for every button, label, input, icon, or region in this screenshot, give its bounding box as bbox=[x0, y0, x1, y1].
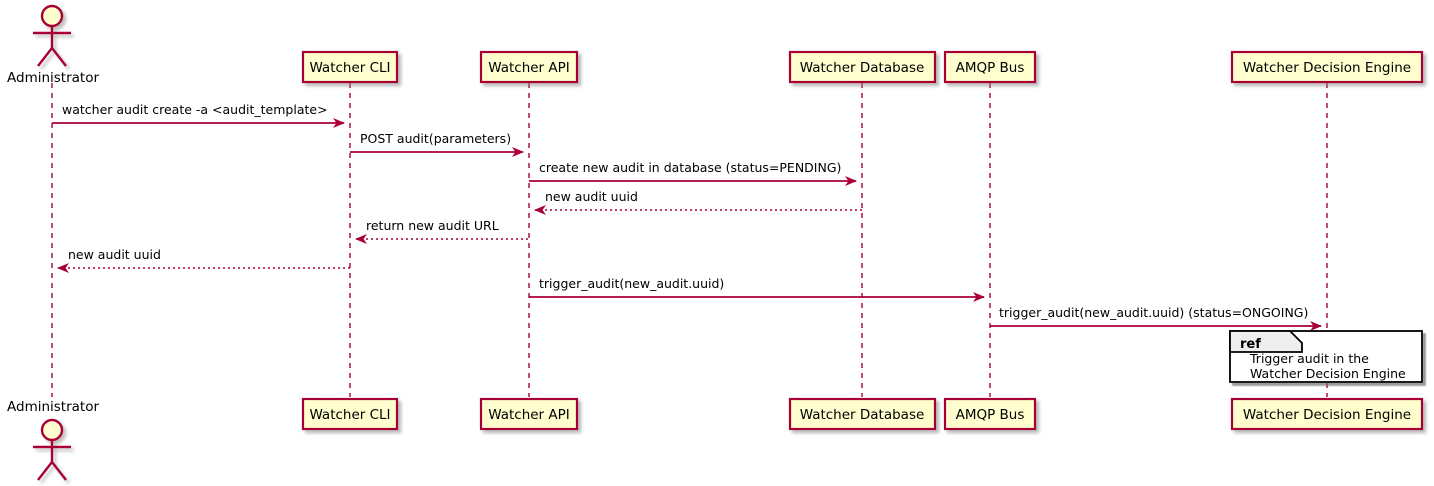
participant-amqp-bus-top[interactable]: AMQP Bus bbox=[943, 50, 1037, 84]
participant-amqp-bus-bottom[interactable]: AMQP Bus bbox=[943, 397, 1037, 431]
participant-box-watcher-decision-engine-bottom[interactable] bbox=[1230, 397, 1424, 431]
actor-administrator-bottom[interactable]: Administrator bbox=[7, 399, 99, 481]
ref-fragment-line-2: Watcher Decision Engine bbox=[1250, 366, 1406, 381]
message-4-new-audit-uuid[interactable]: new audit uuid bbox=[534, 189, 862, 215]
participant-label-watcher-api-bottom: Watcher API bbox=[488, 407, 570, 423]
ref-fragment-tab bbox=[1229, 330, 1303, 353]
message-label-2: POST audit(parameters) bbox=[360, 131, 511, 146]
actor-label-administrator-bottom: Administrator bbox=[7, 399, 99, 415]
participant-box-watcher-cli-top[interactable] bbox=[301, 50, 399, 84]
message-2-post-audit[interactable]: POST audit(parameters) bbox=[350, 131, 524, 157]
actor-figure-bottom bbox=[33, 418, 71, 481]
message-label-8: trigger_audit(new_audit.uuid) (status=ON… bbox=[999, 305, 1308, 320]
participant-label-watcher-api-top: Watcher API bbox=[488, 60, 570, 76]
participant-label-amqp-bus-top: AMQP Bus bbox=[956, 60, 1025, 76]
participant-watcher-api-bottom[interactable]: Watcher API bbox=[479, 397, 579, 431]
ref-fragment[interactable]: ref Trigger audit in the Watcher Decisio… bbox=[1229, 330, 1423, 383]
participant-watcher-decision-engine-top[interactable]: Watcher Decision Engine bbox=[1230, 50, 1424, 84]
actor-administrator-top[interactable]: Administrator bbox=[7, 4, 99, 86]
participant-label-amqp-bus-bottom: AMQP Bus bbox=[956, 407, 1025, 423]
participant-label-watcher-decision-engine-bottom: Watcher Decision Engine bbox=[1243, 407, 1411, 423]
participant-box-watcher-api-top[interactable] bbox=[479, 50, 579, 84]
message-label-6: new audit uuid bbox=[68, 247, 161, 262]
participant-box-watcher-api-bottom[interactable] bbox=[479, 397, 579, 431]
participant-label-watcher-cli-bottom: Watcher CLI bbox=[309, 407, 390, 423]
message-label-3: create new audit in database (status=PEN… bbox=[539, 160, 841, 175]
message-8-trigger-audit-ongoing[interactable]: trigger_audit(new_audit.uuid) (status=ON… bbox=[990, 305, 1322, 331]
participant-watcher-cli-top[interactable]: Watcher CLI bbox=[301, 50, 399, 84]
participant-watcher-database-bottom[interactable]: Watcher Database bbox=[788, 397, 937, 431]
participant-box-amqp-bus-bottom[interactable] bbox=[943, 397, 1037, 431]
participant-box-watcher-decision-engine-top[interactable] bbox=[1230, 50, 1424, 84]
participant-watcher-database-top[interactable]: Watcher Database bbox=[788, 50, 937, 84]
message-label-5: return new audit URL bbox=[366, 218, 499, 233]
message-label-1: watcher audit create -a <audit_template> bbox=[62, 102, 328, 117]
message-label-7: trigger_audit(new_audit.uuid) bbox=[539, 276, 724, 291]
message-1-watcher-audit-create[interactable]: watcher audit create -a <audit_template> bbox=[52, 102, 345, 128]
message-3-create-new-audit[interactable]: create new audit in database (status=PEN… bbox=[529, 160, 857, 186]
participant-watcher-api-top[interactable]: Watcher API bbox=[479, 50, 579, 84]
message-7-trigger-audit[interactable]: trigger_audit(new_audit.uuid) bbox=[529, 276, 985, 302]
participant-box-watcher-cli-bottom[interactable] bbox=[301, 397, 399, 431]
actor-label-administrator-top: Administrator bbox=[7, 70, 99, 86]
participant-box-watcher-database-bottom[interactable] bbox=[788, 397, 937, 431]
participant-box-watcher-database-top[interactable] bbox=[788, 50, 937, 84]
actor-figure-top bbox=[33, 4, 71, 67]
message-6-new-audit-uuid[interactable]: new audit uuid bbox=[57, 247, 350, 273]
participant-box-amqp-bus-top[interactable] bbox=[943, 50, 1037, 84]
participant-label-watcher-database-top: Watcher Database bbox=[800, 60, 925, 76]
participant-label-watcher-database-bottom: Watcher Database bbox=[800, 407, 925, 423]
message-label-4: new audit uuid bbox=[545, 189, 638, 204]
ref-fragment-line-1: Trigger audit in the bbox=[1249, 351, 1369, 366]
participant-label-watcher-decision-engine-top: Watcher Decision Engine bbox=[1243, 60, 1411, 76]
message-5-return-new-audit-url[interactable]: return new audit URL bbox=[355, 218, 529, 244]
participant-watcher-cli-bottom[interactable]: Watcher CLI bbox=[301, 397, 399, 431]
participant-label-watcher-cli-top: Watcher CLI bbox=[309, 60, 390, 76]
ref-fragment-keyword: ref bbox=[1240, 337, 1261, 352]
participant-watcher-decision-engine-bottom[interactable]: Watcher Decision Engine bbox=[1230, 397, 1424, 431]
lifelines bbox=[51, 83, 1328, 397]
